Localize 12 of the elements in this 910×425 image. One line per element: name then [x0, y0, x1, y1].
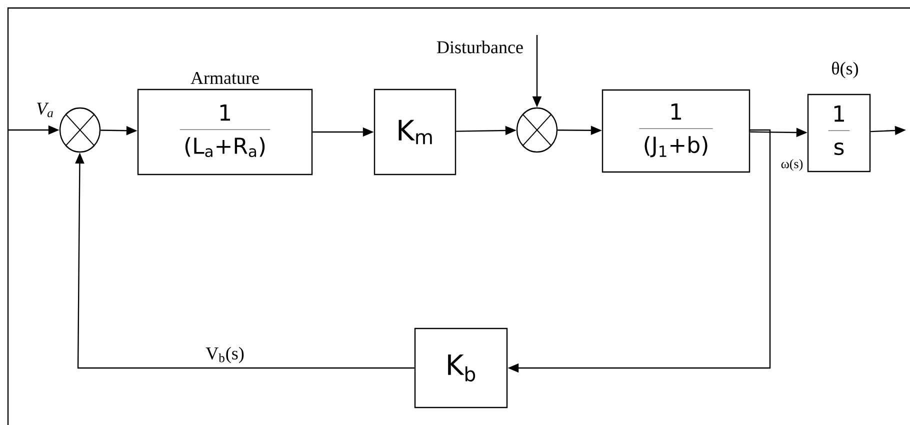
- transfer-function-block: 1 (J$_{1}$+b): [602, 89, 750, 173]
- gain-block: K$_{b}$: [414, 328, 508, 408]
- transfer-function-block: 1 s: [807, 94, 871, 172]
- signal-label: V$_{b}$(s): [206, 346, 244, 364]
- summing-junction: [516, 107, 558, 153]
- block-caption: Armature: [190, 72, 259, 84]
- signal-label: ω(s): [781, 159, 803, 171]
- signal-label: Disturbance: [437, 40, 523, 54]
- summing-junction: [59, 107, 101, 153]
- transfer-function-block: 1 (L$_{a}$+R$_{a}$): [137, 88, 313, 176]
- gain-block: K$_{m}$: [374, 88, 456, 176]
- signal-label: V$_{a}$: [37, 102, 53, 118]
